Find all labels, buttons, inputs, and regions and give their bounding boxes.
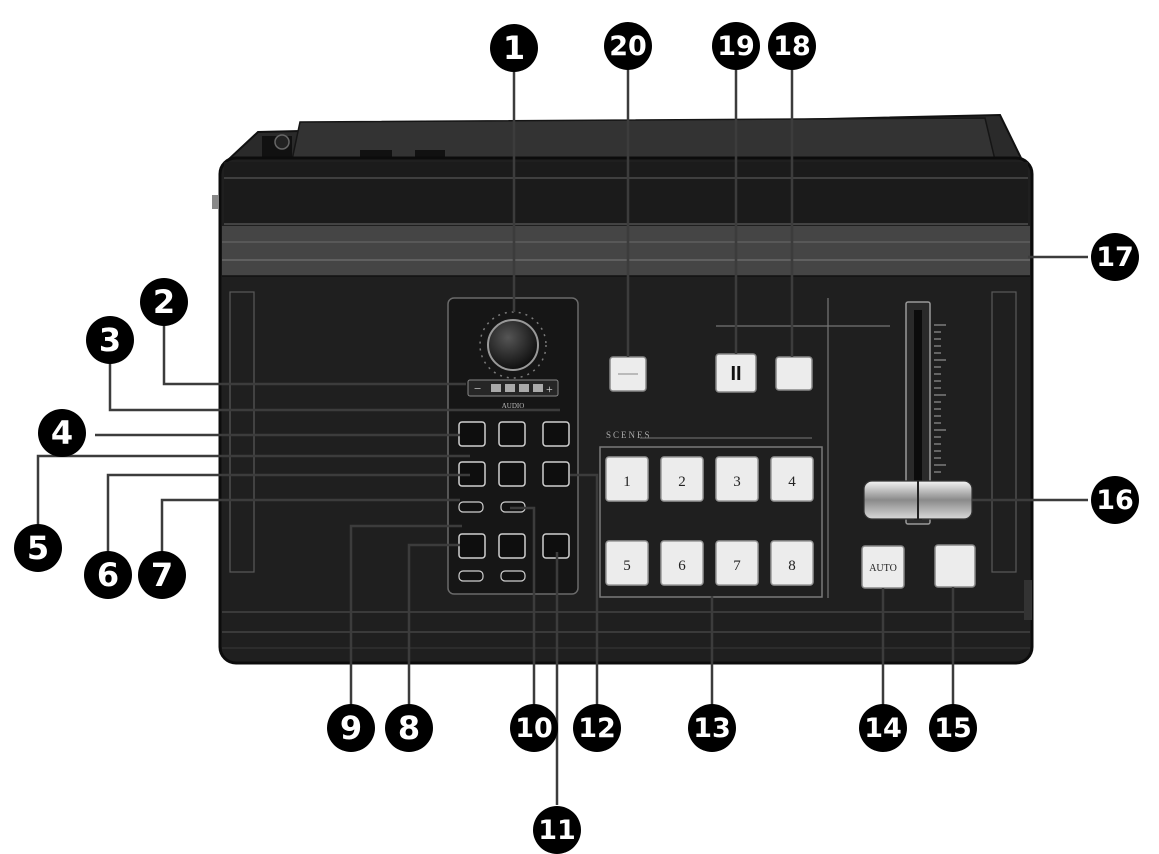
- callout-2: 2: [140, 278, 188, 326]
- callout-number: 16: [1096, 485, 1134, 516]
- svg-text:AUTO: AUTO: [869, 563, 897, 574]
- small-key-1[interactable]: [458, 501, 484, 513]
- pgm-button[interactable]: [542, 461, 570, 487]
- svg-text:II: II: [730, 363, 741, 385]
- callout-number: 8: [398, 709, 420, 747]
- callout-18: 18: [768, 22, 816, 70]
- callout-16: 16: [1091, 476, 1139, 524]
- scene-button-3[interactable]: 3: [715, 456, 759, 502]
- hinge-connector: [262, 134, 292, 158]
- callout-number: 4: [51, 414, 73, 452]
- callout-number: 6: [97, 556, 119, 594]
- scene-button-label: 6: [678, 558, 686, 574]
- callout-8: 8: [385, 704, 433, 752]
- scene-button-5[interactable]: 5: [605, 540, 649, 586]
- callout-10: 10: [510, 704, 558, 752]
- hdmi-button-1[interactable]: [458, 533, 486, 559]
- device-body: [212, 113, 1034, 665]
- scene-button-2[interactable]: 2: [660, 456, 704, 502]
- source-button-4[interactable]: [498, 461, 526, 487]
- cut-button[interactable]: [934, 544, 976, 588]
- callout-number: 2: [153, 283, 175, 321]
- t-bar-fader[interactable]: [863, 301, 973, 525]
- audio-label: AUDIO: [502, 402, 525, 410]
- callout-3: 3: [86, 316, 134, 364]
- small-key-3[interactable]: [458, 570, 484, 582]
- callout-number: 5: [27, 529, 49, 567]
- callout-number: 20: [609, 31, 647, 62]
- callout-1: 1: [490, 24, 538, 72]
- scene-button-label: 1: [623, 474, 631, 490]
- leader-lines: [36, 66, 1088, 805]
- callout-13: 13: [688, 704, 736, 752]
- auto-button[interactable]: AUTO: [861, 545, 905, 589]
- scenes-label: SCENES: [606, 430, 652, 440]
- small-key-4[interactable]: [500, 570, 526, 582]
- callout-number: 18: [773, 31, 811, 62]
- scene-button-label: 4: [788, 474, 796, 490]
- callout-number: 1: [503, 29, 525, 67]
- callout-number: 17: [1096, 242, 1134, 273]
- pause-button[interactable]: II: [715, 353, 757, 393]
- scene-button-label: 3: [733, 474, 741, 490]
- scene-button-8[interactable]: 8: [770, 540, 814, 586]
- scene-button-label: 2: [678, 474, 686, 490]
- scene-button-label: 8: [788, 558, 796, 574]
- callout-19: 19: [712, 22, 760, 70]
- top-strip: [222, 226, 1030, 276]
- callout-11: 11: [533, 806, 581, 854]
- live-button[interactable]: [542, 421, 570, 447]
- hdmi-button-2[interactable]: [498, 533, 526, 559]
- callout-number: 11: [538, 815, 576, 846]
- callout-4: 4: [38, 409, 86, 457]
- callout-20: 20: [604, 22, 652, 70]
- callout-number: 19: [717, 31, 755, 62]
- scene-button-1[interactable]: 1: [605, 456, 649, 502]
- callout-number: 10: [515, 713, 553, 744]
- audio-source-panel: − + AUDIO: [447, 297, 579, 595]
- scene-button-6[interactable]: 6: [660, 540, 704, 586]
- callout-number: 15: [934, 713, 972, 744]
- callout-number: 13: [693, 713, 731, 744]
- callout-9: 9: [327, 704, 375, 752]
- callout-17: 17: [1091, 233, 1139, 281]
- scene-button-7[interactable]: 7: [715, 540, 759, 586]
- volume-knob[interactable]: [479, 311, 547, 379]
- callout-15: 15: [929, 704, 977, 752]
- callout-number: 7: [151, 556, 173, 594]
- scene-button-label: 5: [623, 558, 631, 574]
- callout-6: 6: [84, 551, 132, 599]
- callout-7: 7: [138, 551, 186, 599]
- callout-number: 3: [99, 321, 121, 359]
- scene-grid: 1 2 3 4 5 6 7 8: [599, 446, 823, 598]
- callout-14: 14: [859, 704, 907, 752]
- scene-button-label: 7: [733, 558, 741, 574]
- source-button-1[interactable]: [458, 421, 486, 447]
- callout-number: 12: [578, 713, 616, 744]
- source-button-2[interactable]: [498, 421, 526, 447]
- svg-text:+: +: [546, 382, 553, 396]
- callout-number: 9: [340, 709, 362, 747]
- record-status-button[interactable]: [775, 356, 813, 391]
- callout-5: 5: [14, 524, 62, 572]
- audio-level-meter: − +: [467, 379, 559, 397]
- callout-number: 14: [864, 713, 902, 744]
- callout-12: 12: [573, 704, 621, 752]
- svg-text:−: −: [474, 381, 481, 396]
- scene-button-4[interactable]: 4: [770, 456, 814, 502]
